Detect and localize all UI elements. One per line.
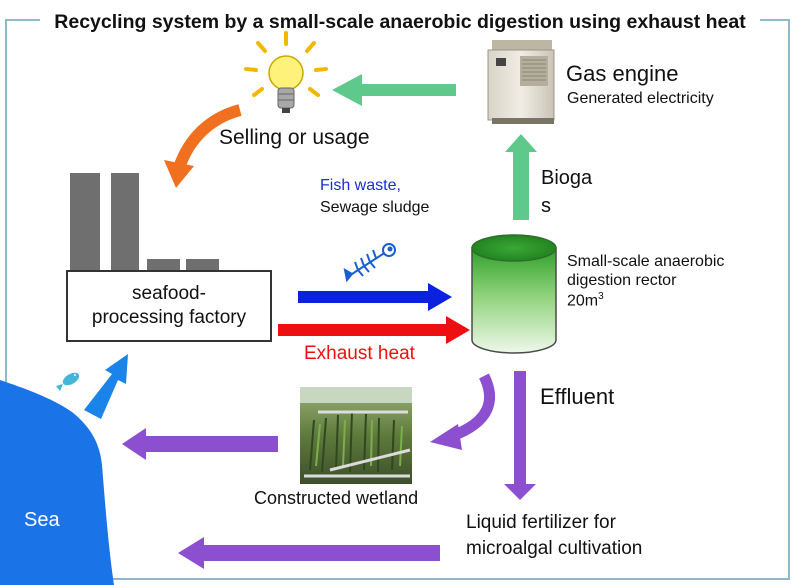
biogas-label-line1: Bioga — [541, 167, 593, 189]
fish-waste-label: Fish waste, — [320, 177, 401, 194]
factory-label-line2: processing factory — [91, 307, 247, 328]
factory-icon — [70, 173, 219, 273]
sewage-sludge-label: Sewage sludge — [320, 199, 430, 216]
effluent-label: Effluent — [540, 384, 615, 409]
factory-box: seafood- processing factory — [66, 270, 272, 342]
lightbulb-icon — [244, 31, 328, 113]
effluent-arrow — [504, 371, 536, 500]
liquid-fertilizer-label-line2: microalgal cultivation — [466, 538, 643, 559]
reactor-volume-value: 20m — [567, 292, 599, 310]
fish-bone-icon — [343, 243, 396, 283]
reactor-label-line2: digestion rector — [567, 272, 677, 289]
sea-to-factory-arrow — [84, 354, 128, 419]
selling-or-usage-label: Selling or usage — [219, 126, 370, 149]
liquid-fertilizer-label-line1: Liquid fertilizer for — [466, 512, 616, 533]
fertilizer-to-sea-arrow — [178, 537, 440, 569]
fish-waste-arrow — [298, 283, 452, 311]
sea-label: Sea — [24, 509, 60, 531]
wetland-feed-arrow-head — [430, 424, 462, 450]
biogas-arrow — [505, 134, 537, 220]
reactor-volume-superscript: 3 — [598, 291, 604, 302]
constructed-wetland-label: Constructed wetland — [254, 488, 419, 508]
exhaust-heat-arrow — [278, 316, 470, 344]
wetland-to-sea-arrow — [122, 428, 278, 460]
sea-shape — [0, 380, 114, 585]
selling-arrow-head — [164, 160, 194, 188]
electricity-arrow — [332, 74, 456, 106]
factory-label-line1: seafood- — [132, 283, 206, 304]
wetland-photo — [300, 387, 412, 484]
title-background — [40, 6, 760, 60]
exhaust-heat-label: Exhaust heat — [304, 343, 415, 364]
reactor-tank-icon — [471, 234, 557, 354]
generated-electricity-label: Generated electricity — [567, 90, 714, 107]
diagram-title: Recycling system by a small-scale anaero… — [54, 11, 746, 33]
gas-engine-icon — [487, 40, 555, 124]
reactor-volume-label: 20m3 — [567, 291, 604, 310]
wetland-feed-arrow — [449, 373, 496, 442]
gas-engine-label: Gas engine — [566, 61, 679, 86]
reactor-label-line1: Small-scale anaerobic — [567, 253, 725, 270]
biogas-label-line2: s — [541, 195, 551, 217]
fish-icon — [56, 372, 80, 391]
selling-arrow — [174, 104, 242, 168]
